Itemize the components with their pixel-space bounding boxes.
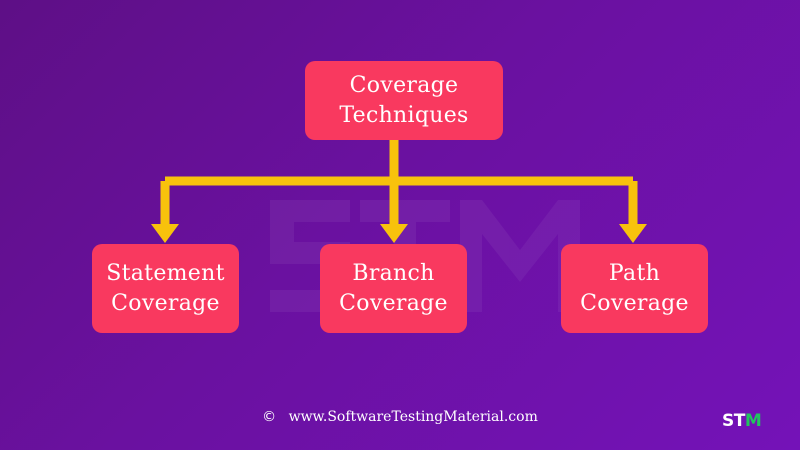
node-label-line1: Branch [352,260,435,286]
node-label-line2: Coverage [111,290,220,316]
node-label-line2: Coverage [339,290,448,316]
arrowhead-branch [380,224,408,243]
node-statement-coverage: Statement Coverage [92,244,239,333]
node-label-line1: Path [608,260,661,286]
arrowhead-statement [151,224,179,243]
node-label-line1: Statement [106,260,225,286]
logo-text-accent: M [744,411,762,431]
node-branch-coverage: Branch Coverage [320,244,467,333]
node-path-coverage: Path Coverage [561,244,708,333]
node-label-line2: Techniques [339,102,469,128]
node-label-line2: Coverage [580,290,689,316]
copyright-icon: © [262,409,277,425]
stm-logo: STM [722,411,762,431]
node-coverage-techniques: Coverage Techniques [305,61,503,140]
logo-text-main: ST [722,411,745,431]
arrowhead-path [619,224,647,243]
website-text: www.SoftwareTestingMaterial.com [288,409,538,425]
footer-credit: © www.SoftwareTestingMaterial.com [0,408,800,426]
node-label-line1: Coverage [349,72,459,98]
